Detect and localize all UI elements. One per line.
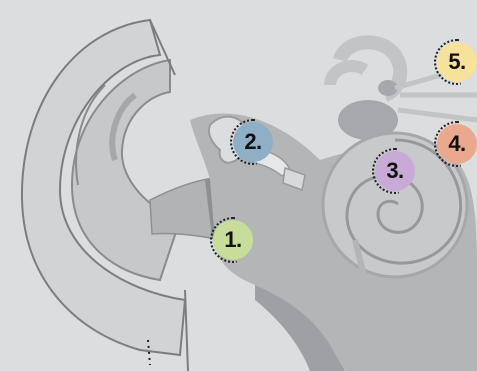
- marker-3-label: 3.: [386, 158, 403, 184]
- marker-5[interactable]: 5.: [437, 42, 477, 82]
- marker-3[interactable]: 3.: [375, 151, 415, 191]
- marker-4-label: 4.: [448, 131, 465, 157]
- marker-1-label: 1.: [224, 227, 241, 253]
- marker-2-label: 2.: [244, 129, 261, 155]
- marker-1[interactable]: 1.: [213, 220, 253, 260]
- marker-2[interactable]: 2.: [233, 122, 273, 162]
- marker-5-label: 5.: [448, 49, 465, 75]
- marker-4[interactable]: 4.: [437, 124, 477, 164]
